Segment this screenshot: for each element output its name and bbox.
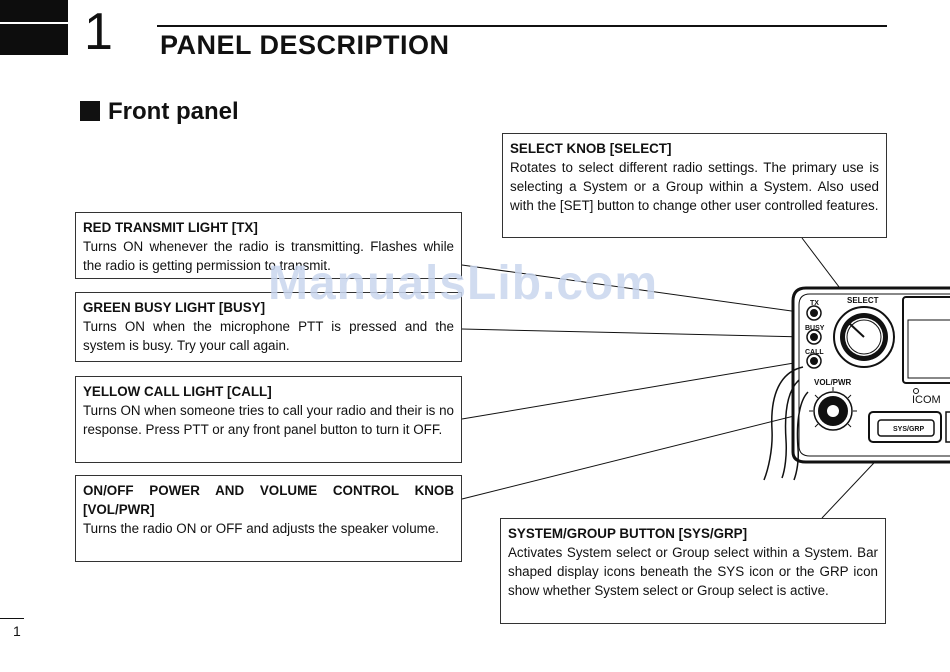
vol-leader-line [461, 409, 819, 500]
callout-body: Turns ON whenever the radio is transmitt… [83, 239, 454, 273]
busy-leader-line [461, 328, 807, 338]
busy-label: BUSY [805, 325, 825, 332]
sys-grp-label: SYS/GRP [893, 426, 924, 433]
page-title: PANEL DESCRIPTION [160, 30, 450, 60]
busy-light-callout: GREEN BUSY LIGHT [BUSY] Turns ON when th… [75, 292, 462, 362]
vol-pwr-knob [809, 387, 857, 431]
select-knob-callout: SELECT KNOB [SELECT] Rotates to select d… [502, 133, 887, 238]
indicator-lamps [806, 305, 822, 369]
footer-rule [0, 618, 24, 619]
chapter-tab [0, 0, 68, 55]
brand-dot [913, 388, 919, 394]
sys-grp-callout: SYSTEM/GROUP BUTTON [SYS/GRP] Activates … [500, 518, 886, 624]
microphone-cord [763, 366, 809, 481]
callout-title: SELECT KNOB [SELECT] [510, 141, 672, 156]
chapter-tab-divider [0, 22, 68, 24]
section-heading: Front panel [108, 98, 239, 125]
callout-body: Turns the radio ON or OFF and adjusts th… [83, 521, 440, 536]
brand-logo: ICOM [912, 394, 941, 406]
call-leader-line [461, 360, 807, 420]
callout-title: ON/OFF POWER AND VOLUME CONTROL KNOB [VO… [83, 483, 454, 517]
call-label: CALL [805, 349, 824, 356]
select-label: SELECT [847, 296, 879, 305]
callout-title: RED TRANSMIT LIGHT [TX] [83, 220, 258, 235]
vol-pwr-callout: ON/OFF POWER AND VOLUME CONTROL KNOB [VO… [75, 475, 462, 562]
vol-pwr-label: VOL/PWR [814, 378, 852, 387]
call-light-callout: YELLOW CALL LIGHT [CALL] Turns ON when s… [75, 376, 462, 463]
chapter-number: 1 [84, 3, 113, 61]
callout-body: Turns ON when someone tries to call your… [83, 403, 454, 437]
callout-body: Turns ON when the microphone PTT is pres… [83, 319, 454, 353]
callout-title: GREEN BUSY LIGHT [BUSY] [83, 300, 266, 315]
sys-grp-button [868, 411, 942, 443]
tx-light-callout: RED TRANSMIT LIGHT [TX] Turns ON wheneve… [75, 212, 462, 279]
watermark: ManualsLib.com [268, 257, 659, 310]
tx-label: TX [810, 300, 819, 307]
tx-leader-line [461, 264, 807, 314]
callout-title: YELLOW CALL LIGHT [CALL] [83, 384, 272, 399]
page-number: 1 [13, 623, 21, 639]
header-rule [157, 25, 887, 27]
callout-body: Rotates to select different radio settin… [510, 160, 879, 213]
subhead-bullet [80, 101, 100, 121]
callout-title: SYSTEM/GROUP BUTTON [SYS/GRP] [508, 526, 748, 541]
select-knob [833, 306, 895, 368]
callout-body: Activates System select or Group select … [508, 545, 878, 598]
